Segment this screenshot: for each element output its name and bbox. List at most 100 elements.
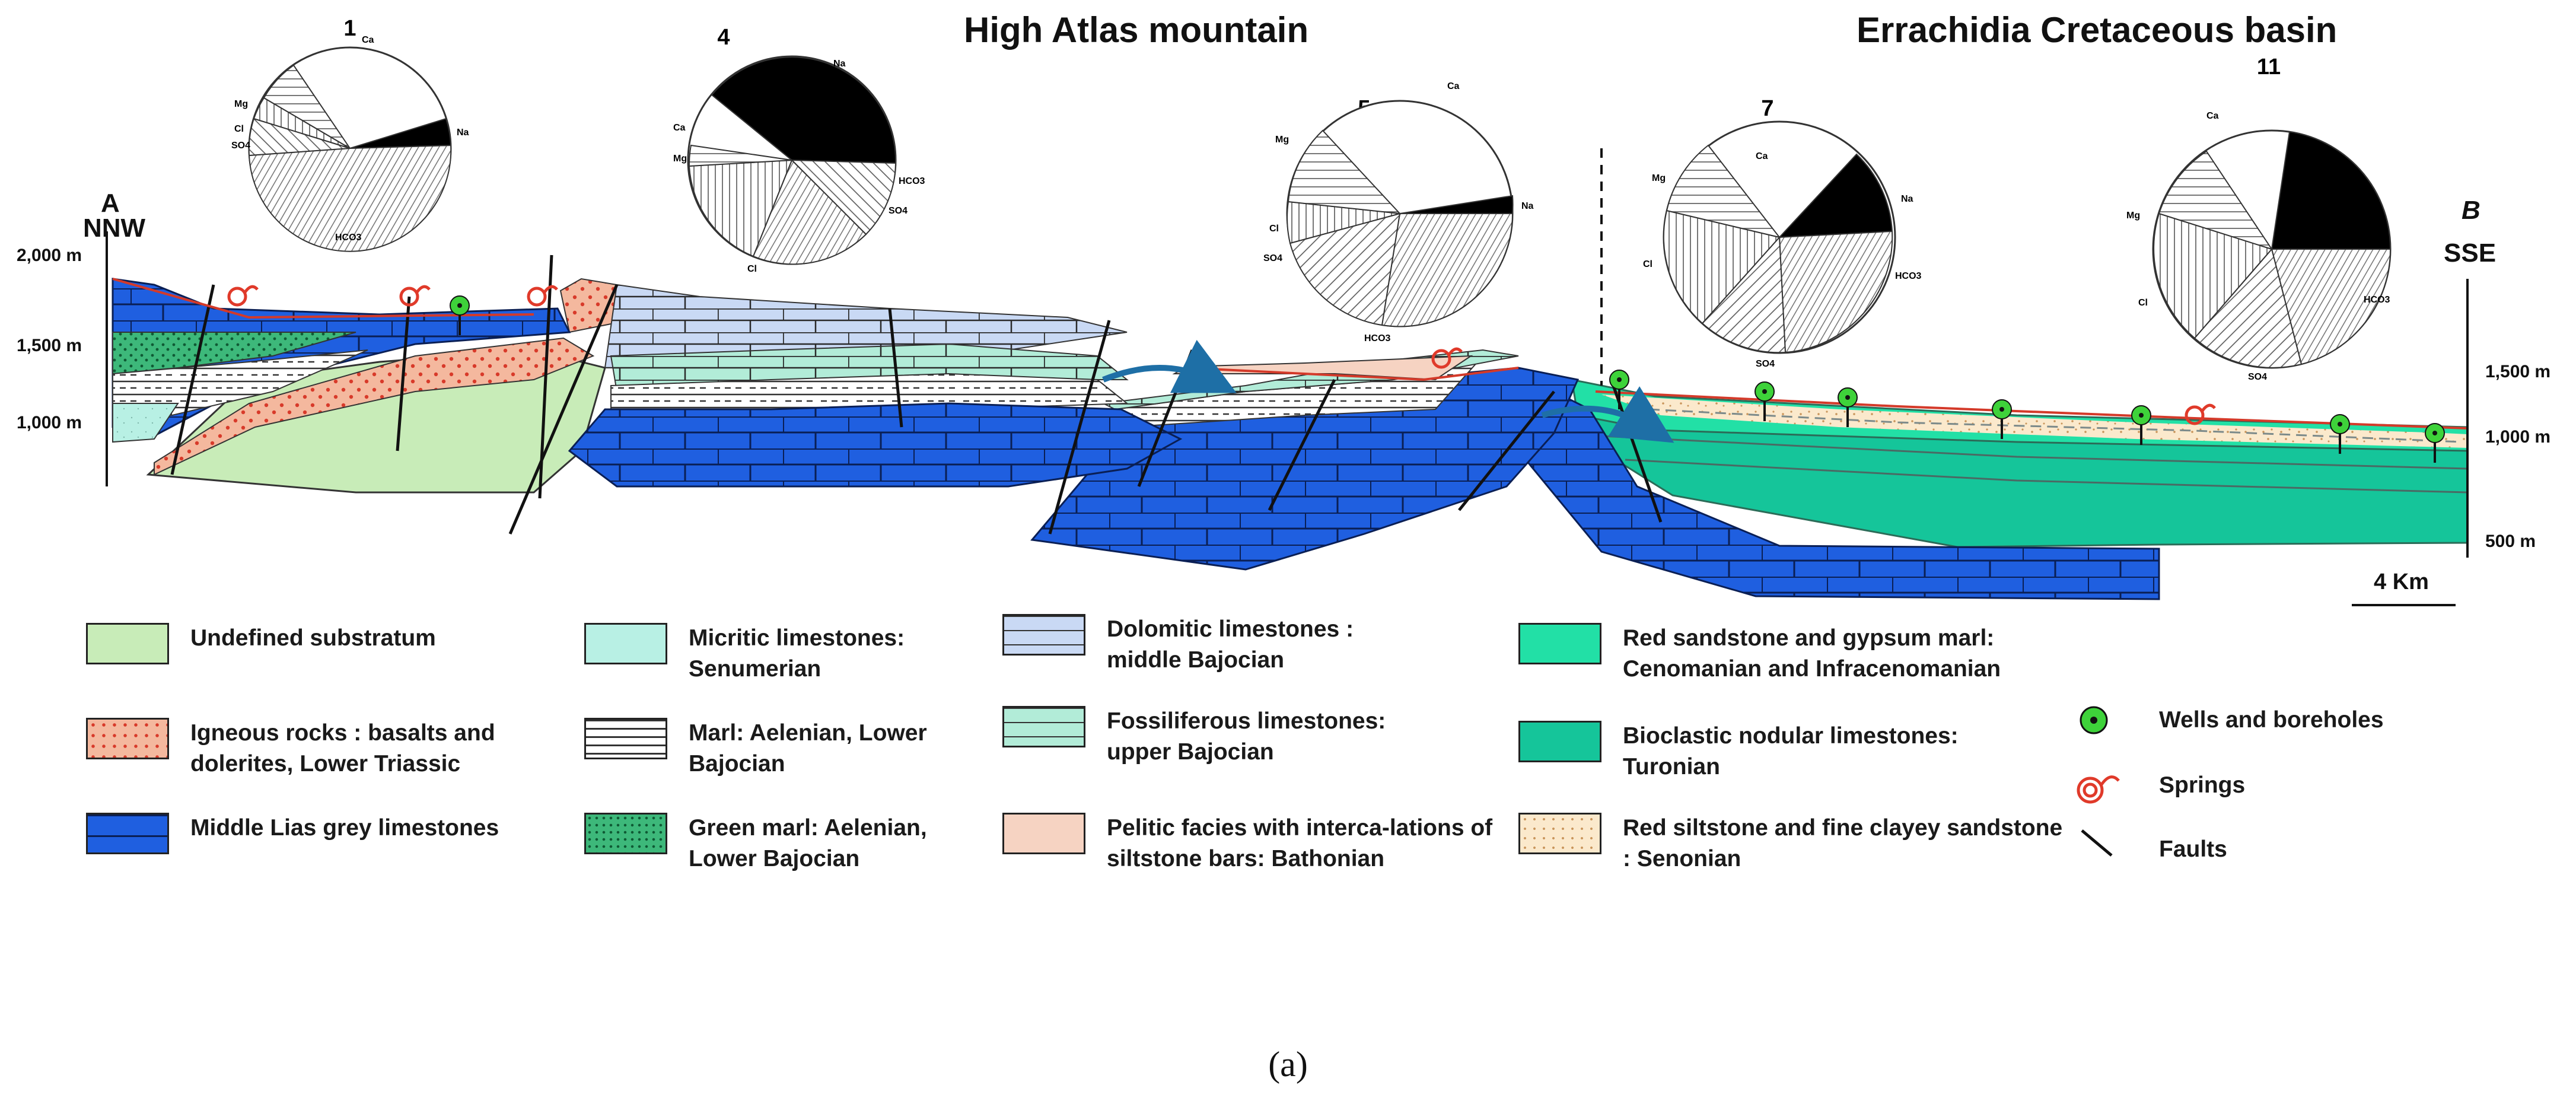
- flow-arrow-2: [1541, 386, 1674, 443]
- legend-item-marl: Marl: Aelenian, Lower Bajocian: [584, 718, 961, 780]
- legend-item-pelitic-facies: Pelitic facies with interca-lations of s…: [1002, 813, 1546, 874]
- fault-icon: [2081, 829, 2113, 857]
- pie-11-id: 11: [2257, 55, 2281, 79]
- micritic-limestone-left: [112, 403, 179, 443]
- elevation-left-2000: 2,000 m: [17, 246, 82, 265]
- pie-7-label-cl: Cl: [1643, 259, 1652, 269]
- legend-label: Pelitic facies with interca-lations of s…: [1107, 815, 1493, 871]
- legend-swatch-red-siltstone: [1518, 813, 1601, 854]
- pie-7-label-na: Na: [1901, 194, 1913, 204]
- legend-label: Middle Lias grey limestones: [190, 815, 499, 841]
- pie-7-id: 7: [1761, 96, 1773, 121]
- igneous-rocks-triassic: [154, 337, 595, 476]
- flow-arrow-1: [1102, 339, 1237, 393]
- legend-symbols-svg: [2077, 706, 2120, 857]
- legend-label: Red sandstone and gypsum marl: Cenomania…: [1623, 625, 2001, 682]
- high-atlas-title: High Atlas mountain: [964, 10, 1309, 50]
- pie-7-label-hco3: HCO3: [1895, 271, 1922, 281]
- pie-4-label-ca: Ca: [673, 123, 686, 133]
- legend-swatch-igneous-rocks: [86, 718, 169, 759]
- pie-7: 7 Ca Mg Na Cl HCO3 SO4: [1643, 96, 1922, 369]
- legend-symbol-springs-label: Springs: [2159, 772, 2246, 798]
- legend-label: Fossiliferous limestones: upper Bajocian: [1107, 708, 1386, 765]
- legend-swatch-red-sandstone: [1518, 623, 1601, 664]
- pie-5-label-so4: SO4: [1263, 253, 1282, 263]
- elevation-right-1500: 1,500 m: [2485, 362, 2551, 381]
- pie-1-label-hco3: HCO3: [335, 233, 362, 243]
- pie-5-label-na: Na: [1521, 201, 1534, 211]
- pie-11-label-hco3: HCO3: [2364, 295, 2390, 305]
- pie-4-label-mg: Mg: [673, 154, 687, 164]
- legend-item-dolomitic-limestones: Dolomitic limestones : middle Bajocian: [1002, 614, 1427, 676]
- pie-4-label-hco3: HCO3: [899, 176, 925, 186]
- spring-symbols: [227, 285, 2216, 425]
- pie-4-label-cl: Cl: [747, 264, 757, 274]
- legend-item-red-siltstone: Red siltstone and fine clayey sandstone …: [1518, 813, 2074, 874]
- legend-swatch-dolomitic-limestones: [1002, 614, 1085, 656]
- pie-1-label-so4: SO4: [231, 141, 250, 151]
- pie-4-label-na: Na: [833, 59, 846, 69]
- surface-line-center: [1186, 367, 1519, 381]
- pie-1-label-na: Na: [457, 128, 469, 138]
- pie-11-label-cl: Cl: [2138, 298, 2148, 308]
- legend-item-undefined-substratum: Undefined substratum: [86, 623, 523, 664]
- legend-label: Micritic limestones: Senumerian: [689, 625, 905, 682]
- scale-bar: [2352, 604, 2456, 606]
- elevation-left-1000: 1,000 m: [17, 413, 82, 432]
- legend-item-red-sandstone: Red sandstone and gypsum marl: Cenomania…: [1518, 623, 2085, 685]
- legend-label: Bioclastic nodular limestones: Turonian: [1623, 723, 1959, 780]
- pie-4: 4 Na Ca Mg HCO3 SO4 Cl: [673, 25, 925, 274]
- elevation-left-1500: 1,500 m: [17, 336, 82, 355]
- legend-symbol-wells-label: Wells and boreholes: [2159, 707, 2384, 733]
- legend-label: Marl: Aelenian, Lower Bajocian: [689, 720, 927, 777]
- pie-11-label-na: Na: [2331, 175, 2343, 185]
- legend-label: Red siltstone and fine clayey sandstone …: [1623, 815, 2063, 871]
- section-end-a-direction: NNW: [83, 214, 146, 243]
- pie-4-id: 4: [717, 25, 730, 50]
- pie-7-label-so4: SO4: [1756, 359, 1775, 369]
- basin-internal-line-1: [1601, 435, 2468, 470]
- pie-5-label-ca: Ca: [1447, 81, 1460, 91]
- legend-item-bioclastic-limestones: Bioclastic nodular limestones: Turonian: [1518, 721, 2050, 782]
- legend-swatch-middle-lias: [86, 813, 169, 854]
- pie-11-label-so4: SO4: [2248, 372, 2267, 382]
- pie-11-label-mg: Mg: [2126, 211, 2140, 221]
- section-end-b-direction: SSE: [2444, 238, 2497, 268]
- legend-label: Green marl: Aelenian, Lower Bajocian: [689, 815, 927, 871]
- section-end-a-letter: A: [101, 189, 120, 218]
- pie-4-label-so4: SO4: [889, 206, 908, 216]
- legend-label: Dolomitic limestones : middle Bajocian: [1107, 616, 1354, 673]
- pie-11-label-ca: Ca: [2206, 111, 2219, 121]
- legend-swatch-marl: [584, 718, 667, 759]
- basin-dashed-line: [1648, 408, 2462, 443]
- legend-item-fossiliferous-limestones: Fossiliferous limestones: upper Bajocian: [1002, 706, 1451, 768]
- well-borehole-icon: [2080, 706, 2108, 734]
- fault-lines: [170, 254, 1663, 534]
- well-symbols: [450, 295, 2445, 463]
- pie-1-label-cl: Cl: [234, 124, 244, 134]
- surface-line-left: [112, 278, 534, 319]
- pie-11: 11 Ca Na Mg Cl HCO3 SO4: [2126, 55, 2392, 382]
- pie-7-label-mg: Mg: [1652, 173, 1666, 183]
- pie-1-id: 1: [343, 16, 356, 41]
- pie-5: 5 Ca Mg Na Cl SO4 HCO3: [1263, 81, 1534, 343]
- legend-swatch-pelitic-facies: [1002, 813, 1085, 854]
- legend-swatch-undefined-substratum: [86, 623, 169, 664]
- basin-internal-line-2: [1625, 459, 2468, 494]
- legend-symbol-faults-label: Faults: [2159, 836, 2227, 862]
- legend-swatch-fossiliferous-limestones: [1002, 706, 1085, 747]
- pie-7-label-ca: Ca: [1756, 151, 1768, 161]
- legend-item-micritic-limestones: Micritic limestones: Senumerian: [584, 623, 961, 685]
- scale-label: 4 Km: [2374, 570, 2429, 594]
- legend-item-green-marl: Green marl: Aelenian, Lower Bajocian: [584, 813, 961, 874]
- lias-limestone-middle-block: [568, 402, 1183, 488]
- pie-5-label-hco3: HCO3: [1364, 333, 1391, 343]
- elevation-right-500: 500 m: [2485, 532, 2536, 551]
- spring-icon: [2077, 775, 2120, 804]
- senonian-red-siltstone-layer: [1601, 394, 2467, 448]
- pie-5-label-mg: Mg: [1275, 135, 1289, 145]
- elevation-right-1000: 1,000 m: [2485, 427, 2551, 447]
- legend-item-igneous-rocks: Igneous rocks : basalts and dolerites, L…: [86, 718, 546, 780]
- lias-limestone-basin-base: [1517, 384, 2160, 600]
- pie-diagrams: 1 Ca Mg Cl SO4 HCO3 Na 4 Na Ca Mg H: [231, 16, 2392, 382]
